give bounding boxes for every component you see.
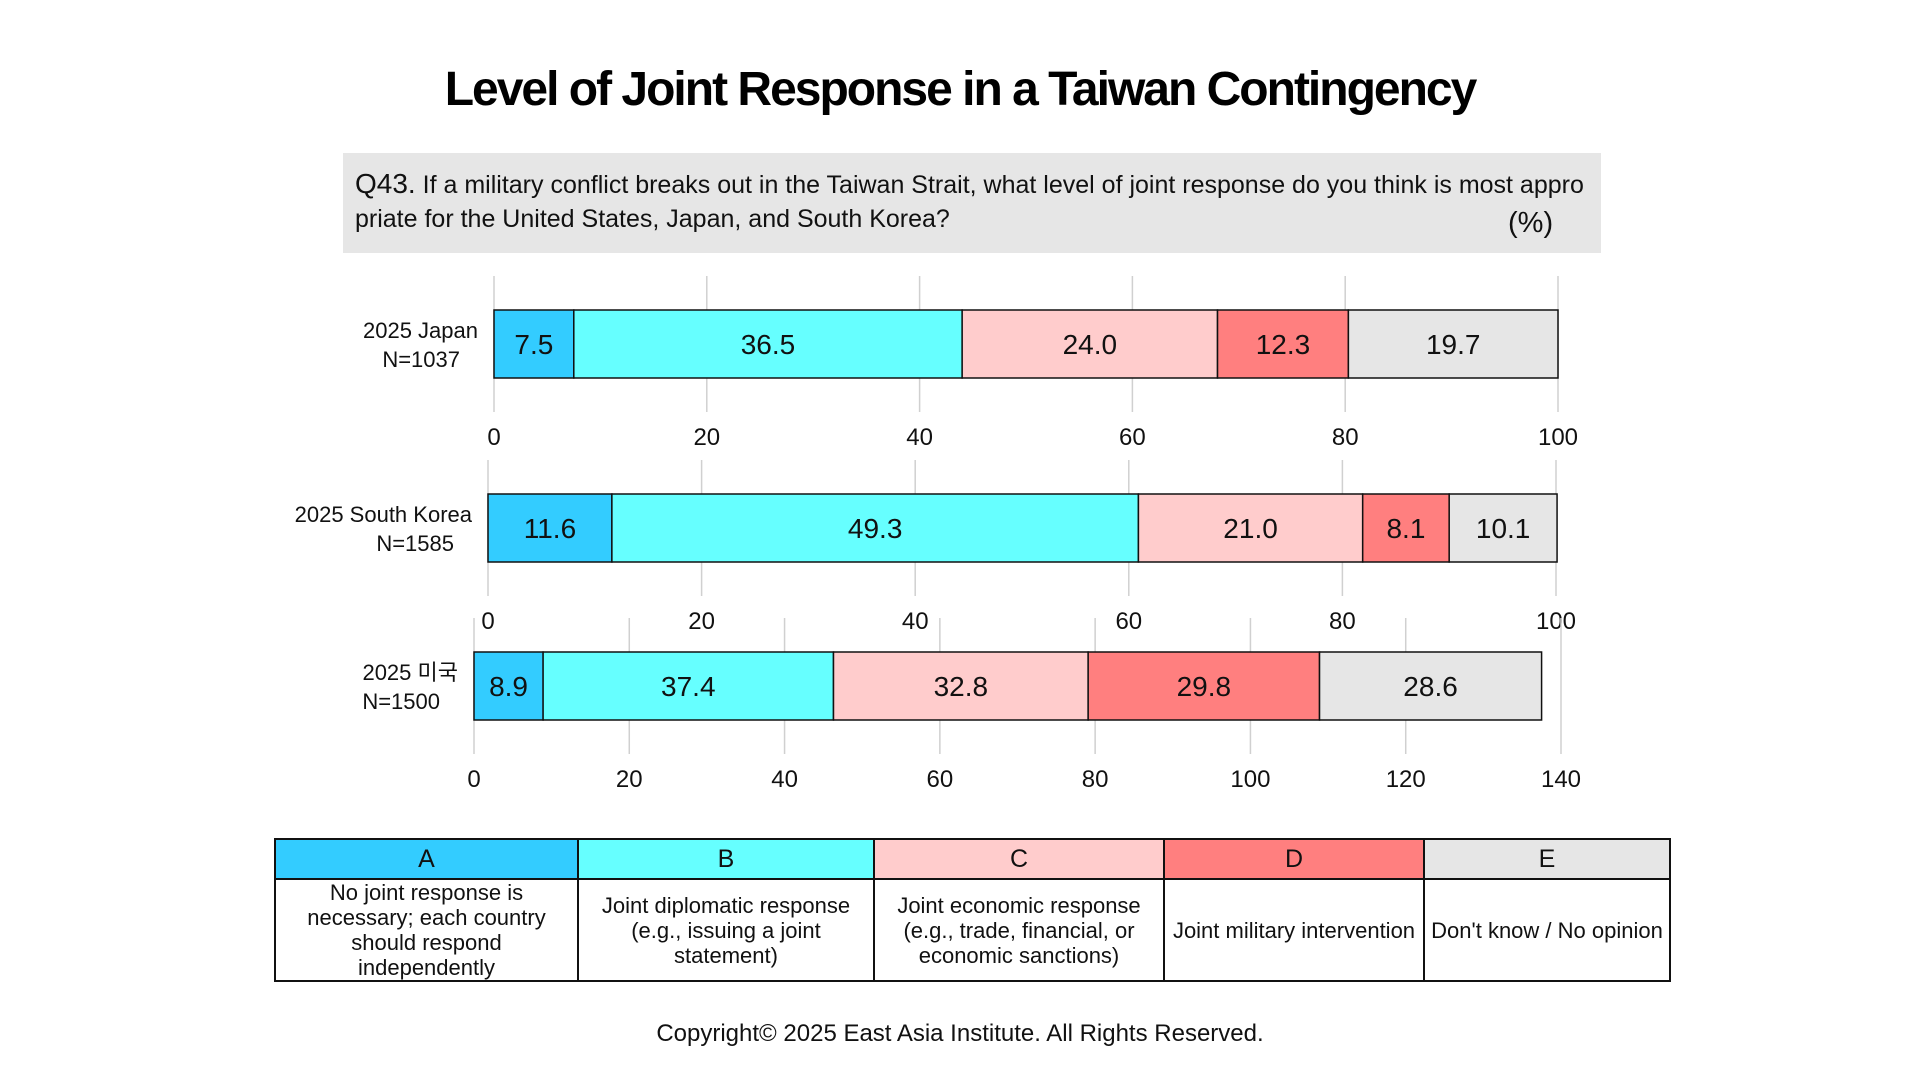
question-number: Q43. xyxy=(355,168,416,199)
bar-segment-d xyxy=(1087,651,1321,721)
question-text: Q43. If a military conflict breaks out i… xyxy=(355,167,1595,236)
legend-desc-c: Joint economic response (e.g., trade, fi… xyxy=(873,878,1165,982)
tick-label: 100 xyxy=(1538,424,1578,451)
row-label: 2025 South Korea xyxy=(295,502,473,527)
tick-label: 0 xyxy=(481,608,494,635)
tick-label: 0 xyxy=(487,424,500,451)
legend-code-e: E xyxy=(1423,838,1671,880)
tick-label: 100 xyxy=(1536,608,1576,635)
tick-label: 40 xyxy=(771,766,798,793)
legend-description-row: No joint response is necessary; each cou… xyxy=(274,878,1671,982)
legend-desc-a: No joint response is necessary; each cou… xyxy=(274,878,579,982)
legend-header-row: A B C D E xyxy=(274,838,1671,880)
row-label: 2025 미국 xyxy=(362,660,458,685)
data-label: 24.0 xyxy=(1063,329,1118,360)
tick-label: 20 xyxy=(693,424,720,451)
legend-table: A B C D E No joint response is necessary… xyxy=(274,838,1671,982)
bar-segment-e xyxy=(1318,651,1543,721)
data-label: 19.7 xyxy=(1426,329,1481,360)
data-label: 37.4 xyxy=(661,671,716,702)
bar-segment-d xyxy=(1216,309,1350,379)
sample-size-label: N=1037 xyxy=(382,347,460,372)
chart-title: Level of Joint Response in a Taiwan Cont… xyxy=(444,63,1478,116)
data-label: 10.1 xyxy=(1476,513,1531,544)
bar-segment-c xyxy=(1137,493,1364,563)
data-label: 32.8 xyxy=(934,671,989,702)
sample-size-label: N=1500 xyxy=(362,689,440,714)
data-label: 49.3 xyxy=(848,513,903,544)
unit-label: (%) xyxy=(1508,207,1554,239)
data-label: 11.6 xyxy=(524,513,576,544)
legend-desc-b: Joint diplomatic response (e.g., issuing… xyxy=(577,878,875,982)
bar-segment-b xyxy=(542,651,835,721)
bar-segment-e xyxy=(1448,493,1558,563)
data-label: 7.5 xyxy=(514,329,553,360)
bar-segment-e xyxy=(1347,309,1559,379)
legend-code-c: C xyxy=(873,838,1165,880)
data-label: 8.9 xyxy=(489,671,528,702)
tick-label: 80 xyxy=(1332,424,1359,451)
data-label: 8.1 xyxy=(1386,513,1425,544)
tick-label: 80 xyxy=(1329,608,1356,635)
legend-code-b: B xyxy=(577,838,875,880)
tick-label: 120 xyxy=(1386,766,1426,793)
row-label: 2025 Japan xyxy=(363,318,478,343)
tick-label: 60 xyxy=(1119,424,1146,451)
question-box: Q43. If a military conflict breaks out i… xyxy=(343,153,1601,253)
data-label: 28.6 xyxy=(1403,671,1458,702)
bar-segment-a xyxy=(473,651,544,721)
tick-label: 60 xyxy=(1115,608,1142,635)
tick-label: 40 xyxy=(902,608,929,635)
legend-desc-e: Don't know / No opinion xyxy=(1423,878,1671,982)
bar-segment-a xyxy=(487,493,613,563)
question-body: If a military conflict breaks out in the… xyxy=(355,171,1584,233)
tick-label: 20 xyxy=(688,608,715,635)
stacked-bar-chart: 7.5 36.5 24.0 12.3 19.7 0 20 40 60 80 100 2025 Japa… xyxy=(295,276,1581,793)
bar-segment-b xyxy=(573,309,963,379)
tick-label: 140 xyxy=(1541,766,1581,793)
tick-label: 40 xyxy=(906,424,933,451)
bar-segment-a xyxy=(493,309,575,379)
legend-desc-d: Joint military intervention xyxy=(1163,878,1425,982)
tick-label: 60 xyxy=(927,766,954,793)
data-label: 36.5 xyxy=(741,329,796,360)
bar-segment-c xyxy=(961,309,1219,379)
tick-label: 80 xyxy=(1082,766,1109,793)
sample-size-label: N=1585 xyxy=(376,531,454,556)
tick-label: 0 xyxy=(467,766,480,793)
data-label: 29.8 xyxy=(1177,671,1232,702)
bar-segment-b xyxy=(611,493,1140,563)
data-label: 12.3 xyxy=(1256,329,1311,360)
data-label: 21.0 xyxy=(1223,513,1278,544)
legend-code-a: A xyxy=(274,838,579,880)
copyright-notice: Copyright© 2025 East Asia Institute. All… xyxy=(656,1020,1264,1047)
legend-code-d: D xyxy=(1163,838,1425,880)
tick-label: 100 xyxy=(1230,766,1270,793)
tick-label: 20 xyxy=(616,766,643,793)
